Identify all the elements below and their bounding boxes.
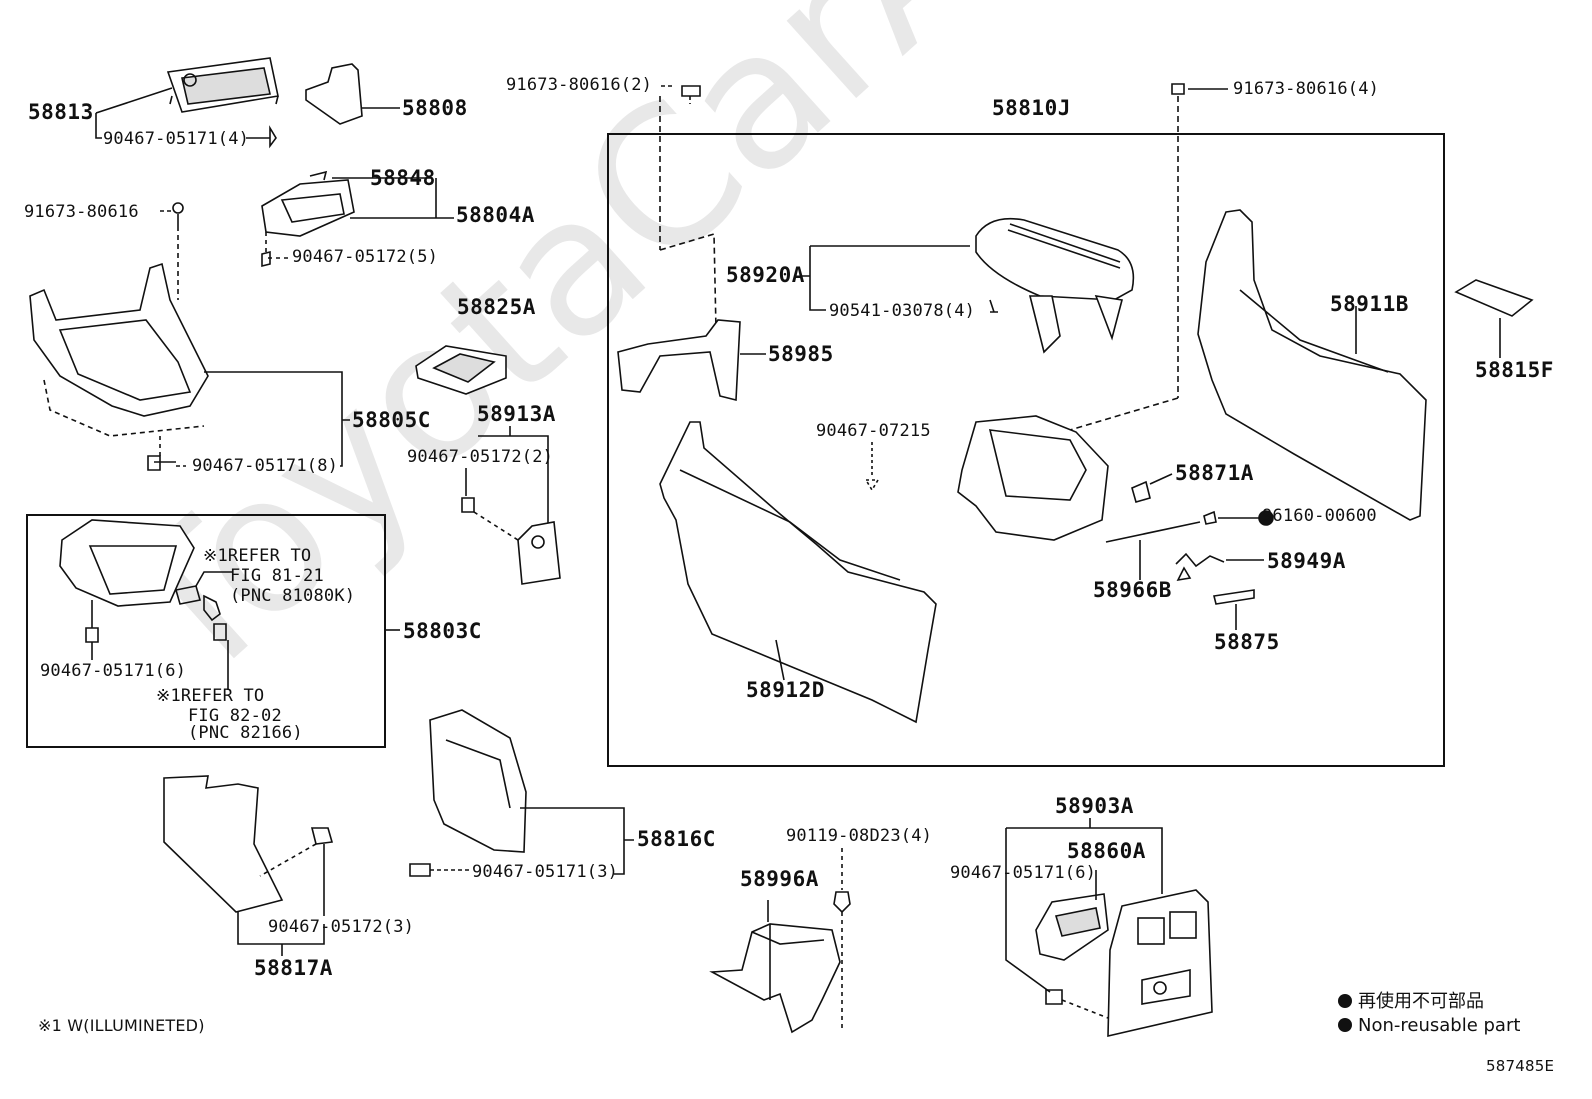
label-90467-05172-2: 90467-05172(2) — [407, 447, 554, 467]
label-96160-00600: 96160-00600 — [1262, 506, 1377, 526]
label-90467-05171-6-left: 90467-05171(6) — [40, 661, 187, 681]
label-58966b: 58966B — [1093, 578, 1172, 602]
label-58913a: 58913A — [477, 402, 556, 426]
variant-58803c-frame — [26, 514, 386, 748]
label-58875: 58875 — [1214, 630, 1280, 654]
label-90467-05172-5: 90467-05172(5) — [292, 247, 439, 267]
label-58816c: 58816C — [637, 827, 716, 851]
label-58825a: 58825A — [457, 295, 536, 319]
refer-note-2-line3: (PNC 82166) — [188, 723, 303, 743]
label-58805c: 58805C — [352, 408, 431, 432]
label-91673-80616-4: 91673-80616(4) — [1233, 79, 1380, 99]
label-58911b: 58911B — [1330, 292, 1409, 316]
part-58813-shape — [166, 57, 279, 113]
label-58860a: 58860A — [1067, 839, 1146, 863]
legend-row-jp: 再使用不可部品 — [1338, 990, 1484, 1014]
footnote: ※1 W(ILLUMINETED) — [38, 1016, 205, 1035]
label-58871a: 58871A — [1175, 461, 1254, 485]
refer-note-2-line2: FIG 82-02 — [188, 706, 282, 726]
label-58817a: 58817A — [254, 956, 333, 980]
legend-en-text: Non-reusable part — [1358, 1015, 1521, 1036]
label-58815f: 58815F — [1475, 358, 1554, 382]
label-90467-05171-6-right: 90467-05171(6) — [950, 863, 1097, 883]
legend-row-en: Non-reusable part — [1338, 1014, 1520, 1038]
label-90119-08d23-4: 90119-08D23(4) — [786, 826, 933, 846]
label-58949a: 58949A — [1267, 549, 1346, 573]
label-90467-05171-3: 90467-05171(3) — [472, 862, 619, 882]
legend-jp-text: 再使用不可部品 — [1358, 991, 1484, 1012]
refer-note-2-line1: ※1REFER TO — [156, 686, 265, 706]
refer-note-1-line3: (PNC 81080K) — [230, 586, 356, 606]
bullet-icon — [1338, 1018, 1352, 1032]
label-90467-05171-4: 90467-05171(4) — [103, 129, 250, 149]
label-58903a: 58903A — [1055, 794, 1134, 818]
label-58996a: 58996A — [740, 867, 819, 891]
label-58985: 58985 — [768, 342, 834, 366]
assembly-58810j-frame — [607, 133, 1445, 767]
label-58808: 58808 — [402, 96, 468, 120]
label-90467-05171-8: 90467-05171(8) — [192, 456, 339, 476]
label-90541-03078-4: 90541-03078(4) — [829, 301, 976, 321]
label-58803c: 58803C — [403, 619, 482, 643]
label-58804a: 58804A — [456, 203, 535, 227]
label-58920a: 58920A — [726, 263, 805, 287]
label-58848: 58848 — [370, 166, 436, 190]
refer-note-1-line1: ※1REFER TO — [203, 546, 312, 566]
label-58813: 58813 — [28, 100, 94, 124]
label-90467-07215: 90467-07215 — [816, 421, 931, 441]
label-91673-80616: 91673-80616 — [24, 202, 139, 222]
label-90467-05172-3: 90467-05172(3) — [268, 917, 415, 937]
refer-note-1-line2: FIG 81-21 — [230, 566, 324, 586]
label-91673-80616-2: 91673-80616(2) — [506, 75, 653, 95]
drawing-code: 587485E — [1486, 1057, 1555, 1075]
label-58810j: 58810J — [992, 96, 1071, 120]
bullet-icon — [1338, 994, 1352, 1008]
label-58912d: 58912D — [746, 678, 825, 702]
